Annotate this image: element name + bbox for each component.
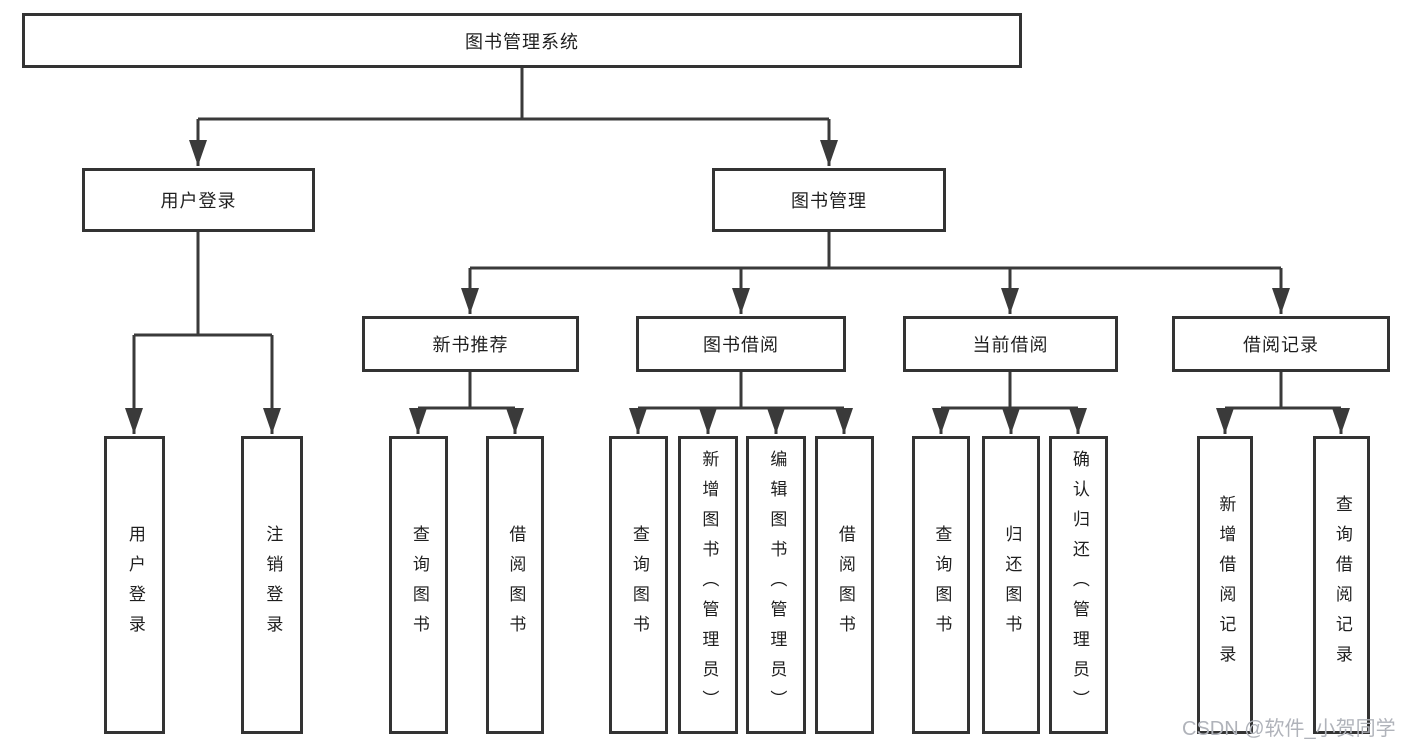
node-logout-label: 注销登录 (263, 525, 283, 645)
node-edit-books-admin-label: 编辑图书（管理员） (767, 450, 787, 720)
node-book-management-label: 图书管理 (791, 191, 867, 211)
node-confirm-return-admin-label: 确认归还（管理员） (1069, 450, 1089, 720)
node-new-book-recommend: 新书推荐 (362, 316, 579, 372)
node-query-borrow-record: 查询借阅记录 (1313, 436, 1370, 734)
node-user-login-label: 用户登录 (125, 525, 145, 645)
node-borrowing-records: 借阅记录 (1172, 316, 1390, 372)
node-book-borrowing-label: 图书借阅 (703, 335, 779, 355)
node-user-login-group-label: 用户登录 (160, 191, 237, 211)
csdn-watermark: CSDN @软件_小贺同学 (1182, 718, 1396, 740)
node-add-books-admin: 新增图书（管理员） (678, 436, 738, 734)
node-recommend-borrow-books: 借阅图书 (486, 436, 544, 734)
node-recommend-borrow-books-label: 借阅图书 (506, 525, 526, 645)
node-borrowing-query-books: 查询图书 (609, 436, 668, 734)
node-new-book-recommend-label: 新书推荐 (432, 335, 509, 355)
node-borrowing-records-label: 借阅记录 (1243, 335, 1319, 355)
node-return-books: 归还图书 (982, 436, 1040, 734)
node-library-system: 图书管理系统 (22, 13, 1022, 68)
node-book-management: 图书管理 (712, 168, 946, 232)
node-user-login-group: 用户登录 (82, 168, 315, 232)
node-current-query-books-label: 查询图书 (932, 525, 952, 645)
node-current-borrowing-label: 当前借阅 (972, 335, 1049, 355)
node-library-system-label: 图书管理系统 (465, 31, 579, 52)
node-add-books-admin-label: 新增图书（管理员） (699, 450, 719, 720)
node-borrowing-query-books-label: 查询图书 (629, 525, 649, 645)
node-query-borrow-record-label: 查询借阅记录 (1332, 495, 1352, 675)
node-user-login: 用户登录 (104, 436, 165, 734)
node-recommend-query-books: 查询图书 (389, 436, 448, 734)
node-borrowing-borrow-books: 借阅图书 (815, 436, 874, 734)
node-confirm-return-admin: 确认归还（管理员） (1049, 436, 1108, 734)
node-add-borrow-record-label: 新增借阅记录 (1216, 495, 1236, 675)
node-book-borrowing: 图书借阅 (636, 316, 846, 372)
node-edit-books-admin: 编辑图书（管理员） (746, 436, 806, 734)
node-current-query-books: 查询图书 (912, 436, 970, 734)
node-return-books-label: 归还图书 (1002, 525, 1022, 645)
node-logout: 注销登录 (241, 436, 303, 734)
node-current-borrowing: 当前借阅 (903, 316, 1118, 372)
node-add-borrow-record: 新增借阅记录 (1197, 436, 1253, 734)
node-borrowing-borrow-books-label: 借阅图书 (835, 525, 855, 645)
node-recommend-query-books-label: 查询图书 (409, 525, 429, 645)
